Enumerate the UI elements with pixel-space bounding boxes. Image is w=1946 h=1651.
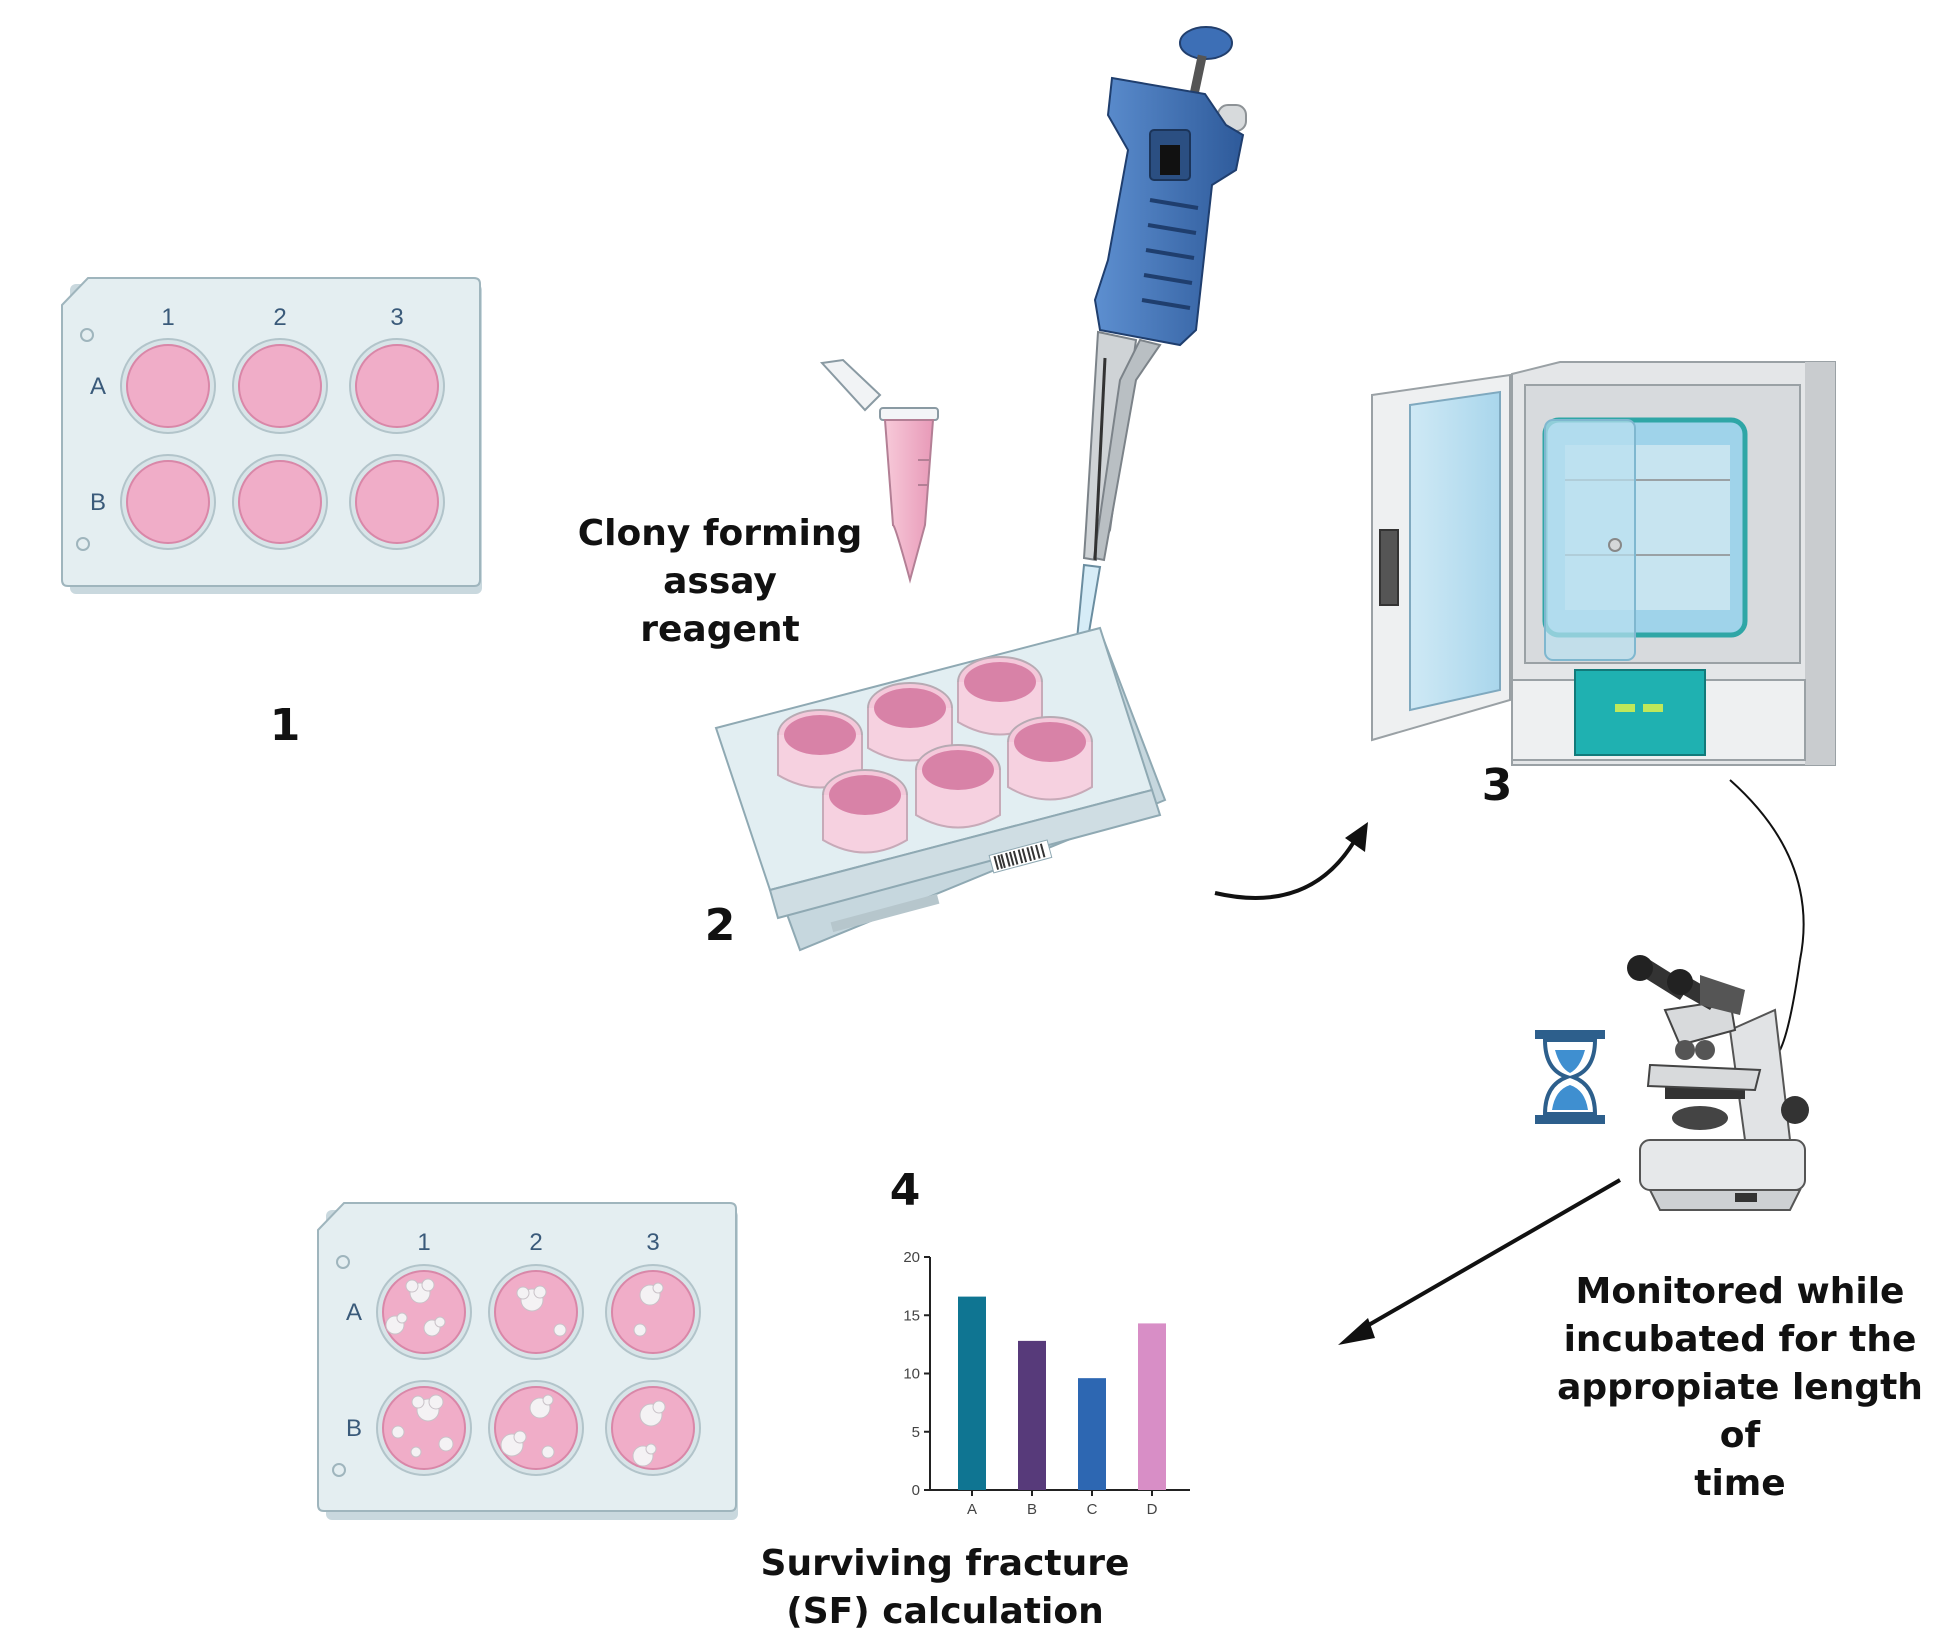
bar-D — [1138, 1323, 1166, 1490]
sf-caption-line: Surviving fracture — [760, 1543, 1130, 1584]
monitor-caption-line: time — [1694, 1463, 1786, 1504]
y-tick-label: 15 — [903, 1307, 920, 1324]
y-tick-label: 10 — [903, 1366, 920, 1383]
monitor-caption-line: Monitored while — [1575, 1271, 1905, 1312]
x-tick-label: B — [1027, 1501, 1037, 1518]
tube-icon — [819, 358, 939, 584]
plate1-row-label: B — [90, 489, 106, 516]
plate4-wells — [376, 1264, 701, 1476]
connector-line — [1729, 779, 1805, 1051]
arrow-icon — [1338, 1178, 1621, 1345]
plate4-col-label: 1 — [417, 1229, 430, 1256]
pipette-icon — [1074, 26, 1247, 691]
monitor-caption: Monitored while incubated for the approp… — [1540, 1268, 1940, 1508]
barcode — [988, 839, 1053, 874]
plate4-col-label: 3 — [646, 1229, 659, 1256]
colonies — [385, 1278, 666, 1467]
plate4-row-label: A — [346, 1299, 362, 1326]
reagent-caption-line: reagent — [640, 609, 800, 650]
x-tick-label: A — [967, 1501, 977, 1518]
sf-caption-line: (SF) calculation — [786, 1591, 1104, 1632]
x-tick-label: D — [1147, 1501, 1158, 1518]
microscope-icon — [1627, 955, 1809, 1211]
y-tick-label: 5 — [912, 1424, 920, 1441]
plate1-col-label: 1 — [161, 304, 174, 331]
plate4-row-label: B — [346, 1415, 362, 1442]
plate1-row-label: A — [90, 373, 106, 400]
monitor-caption-line: incubated for the — [1563, 1319, 1917, 1360]
step-number-3: 3 — [1481, 760, 1513, 811]
y-tick-label: 0 — [912, 1482, 920, 1499]
bar-C — [1078, 1378, 1106, 1490]
step-number-1: 1 — [269, 700, 301, 751]
plate4-col-label: 2 — [529, 1229, 542, 1256]
reagent-caption: Clony forming assay reagent — [520, 510, 920, 654]
plate1-col-label: 3 — [390, 304, 403, 331]
y-tick-label: 20 — [903, 1249, 920, 1266]
step-number-4: 4 — [889, 1165, 921, 1216]
monitor-caption-line: appropiate length of — [1557, 1367, 1923, 1456]
plate1-wells — [120, 338, 445, 550]
plate1-col-label: 2 — [273, 304, 286, 331]
bar-A — [958, 1296, 986, 1490]
sf-bar-chart: 0 5 10 15 20A B C D — [903, 1249, 1190, 1518]
incubator-icon — [1371, 361, 1836, 766]
step-number-2: 2 — [704, 900, 736, 951]
hourglass-icon — [1535, 1030, 1605, 1124]
plate2-wells — [777, 656, 1093, 854]
reagent-caption-line: Clony forming assay — [577, 513, 863, 602]
x-tick-label: C — [1087, 1501, 1098, 1518]
sf-caption: Surviving fracture (SF) calculation — [745, 1540, 1145, 1636]
well-plate-icon: 1 2 3 A B — [61, 277, 482, 594]
bar-B — [1018, 1340, 1046, 1490]
well-plate-icon: 1 2 3 A B — [317, 1202, 738, 1520]
well-plate-icon — [714, 626, 1167, 952]
arrow-icon — [1214, 822, 1368, 900]
